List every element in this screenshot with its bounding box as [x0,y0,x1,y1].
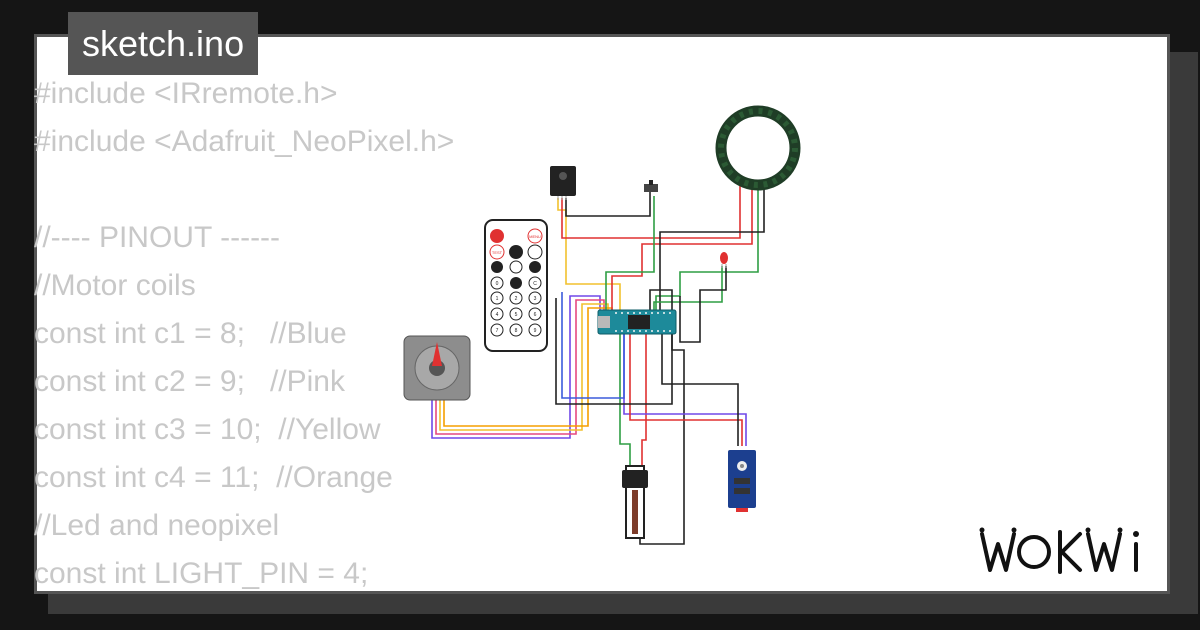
remote-key-label: MENU [529,234,541,239]
wire-ring-black [659,186,765,310]
remote-key-label: 9 [534,328,537,334]
code-line: const int c1 = 8; //Blue [34,317,347,350]
remote-key-label: 7 [496,328,499,334]
minus-key-icon [510,277,522,289]
code-line: #include <IRremote.h> [34,77,338,110]
remote-key-label: 3 [534,296,537,302]
wire-extra-black [555,289,673,405]
wire-ring-red [611,186,753,310]
arduino-nano-icon [597,309,677,335]
remote-key-label: 2 [515,296,518,302]
wire-pot-red [641,334,647,466]
slide-switch-icon [644,180,658,192]
file-tab[interactable]: sketch.ino [68,12,259,75]
bottom-border [34,591,1170,594]
power-key-icon [490,229,504,243]
needle-icon [432,342,442,366]
menu-key [527,228,543,244]
wire-extra-blue [561,292,625,399]
remote-key-label: 8 [515,328,518,334]
wire-yellow [439,303,609,431]
next-key-icon [529,261,541,273]
sensor-module-icon [728,450,756,512]
stepper-motor-icon [403,335,471,401]
code-preview: #include <IRremote.h> #include <Adafruit… [34,70,454,598]
code-line: const int c2 = 9; //Pink [34,365,345,398]
ir-remote-icon: MENU TEST 0 C 1 2 3 4 5 6 7 8 9 [484,219,548,352]
play-key-icon [509,260,523,274]
remote-key-label: 5 [515,312,518,318]
remote-key-label: C [533,281,537,287]
code-line: #include <Adafruit_NeoPixel.h> [34,125,455,158]
code-line: const int c4 = 11; //Orange [34,461,393,494]
wire-pink [435,299,605,435]
wire-switch-green [605,196,655,310]
wire-ring-green [655,186,759,310]
code-line: //Led and neopixel [34,509,280,542]
code-line: const int LIGHT_PIN = 4; [34,557,369,590]
prev-key-icon [491,261,503,273]
code-line: //---- PINOUT ------ [34,221,281,254]
code-line: const int c3 = 10; //Yellow [34,413,381,446]
test-key [489,244,505,260]
wire-sensor-black [661,334,739,446]
remote-key-label: 4 [496,312,499,318]
wire-ir-yellow [557,198,621,310]
wokwi-logo-icon [979,527,1139,574]
ir-receiver-icon [550,166,576,200]
back-key-icon [527,244,543,260]
plus-key-icon [509,245,523,259]
code-line: //Motor coils [34,269,196,302]
slide-potentiometer-icon [622,465,648,539]
neopixel-ring-icon [715,105,801,191]
wire-ir-black [565,192,651,217]
remote-key-label: 1 [496,296,499,302]
bottom-shadow [48,594,1198,614]
wires [431,180,765,545]
wire-pot-green [619,334,631,466]
remote-key-label: TEST [492,250,503,255]
red-led-icon [720,252,728,268]
wire-ir-red [561,180,741,239]
remote-key-label: 6 [534,312,537,318]
remote-key-label: 0 [496,281,499,287]
wire-sensor-purple [623,334,747,446]
wire-sensor-red [629,334,743,446]
wire-blue [431,295,601,439]
wire-led-black [679,266,727,343]
